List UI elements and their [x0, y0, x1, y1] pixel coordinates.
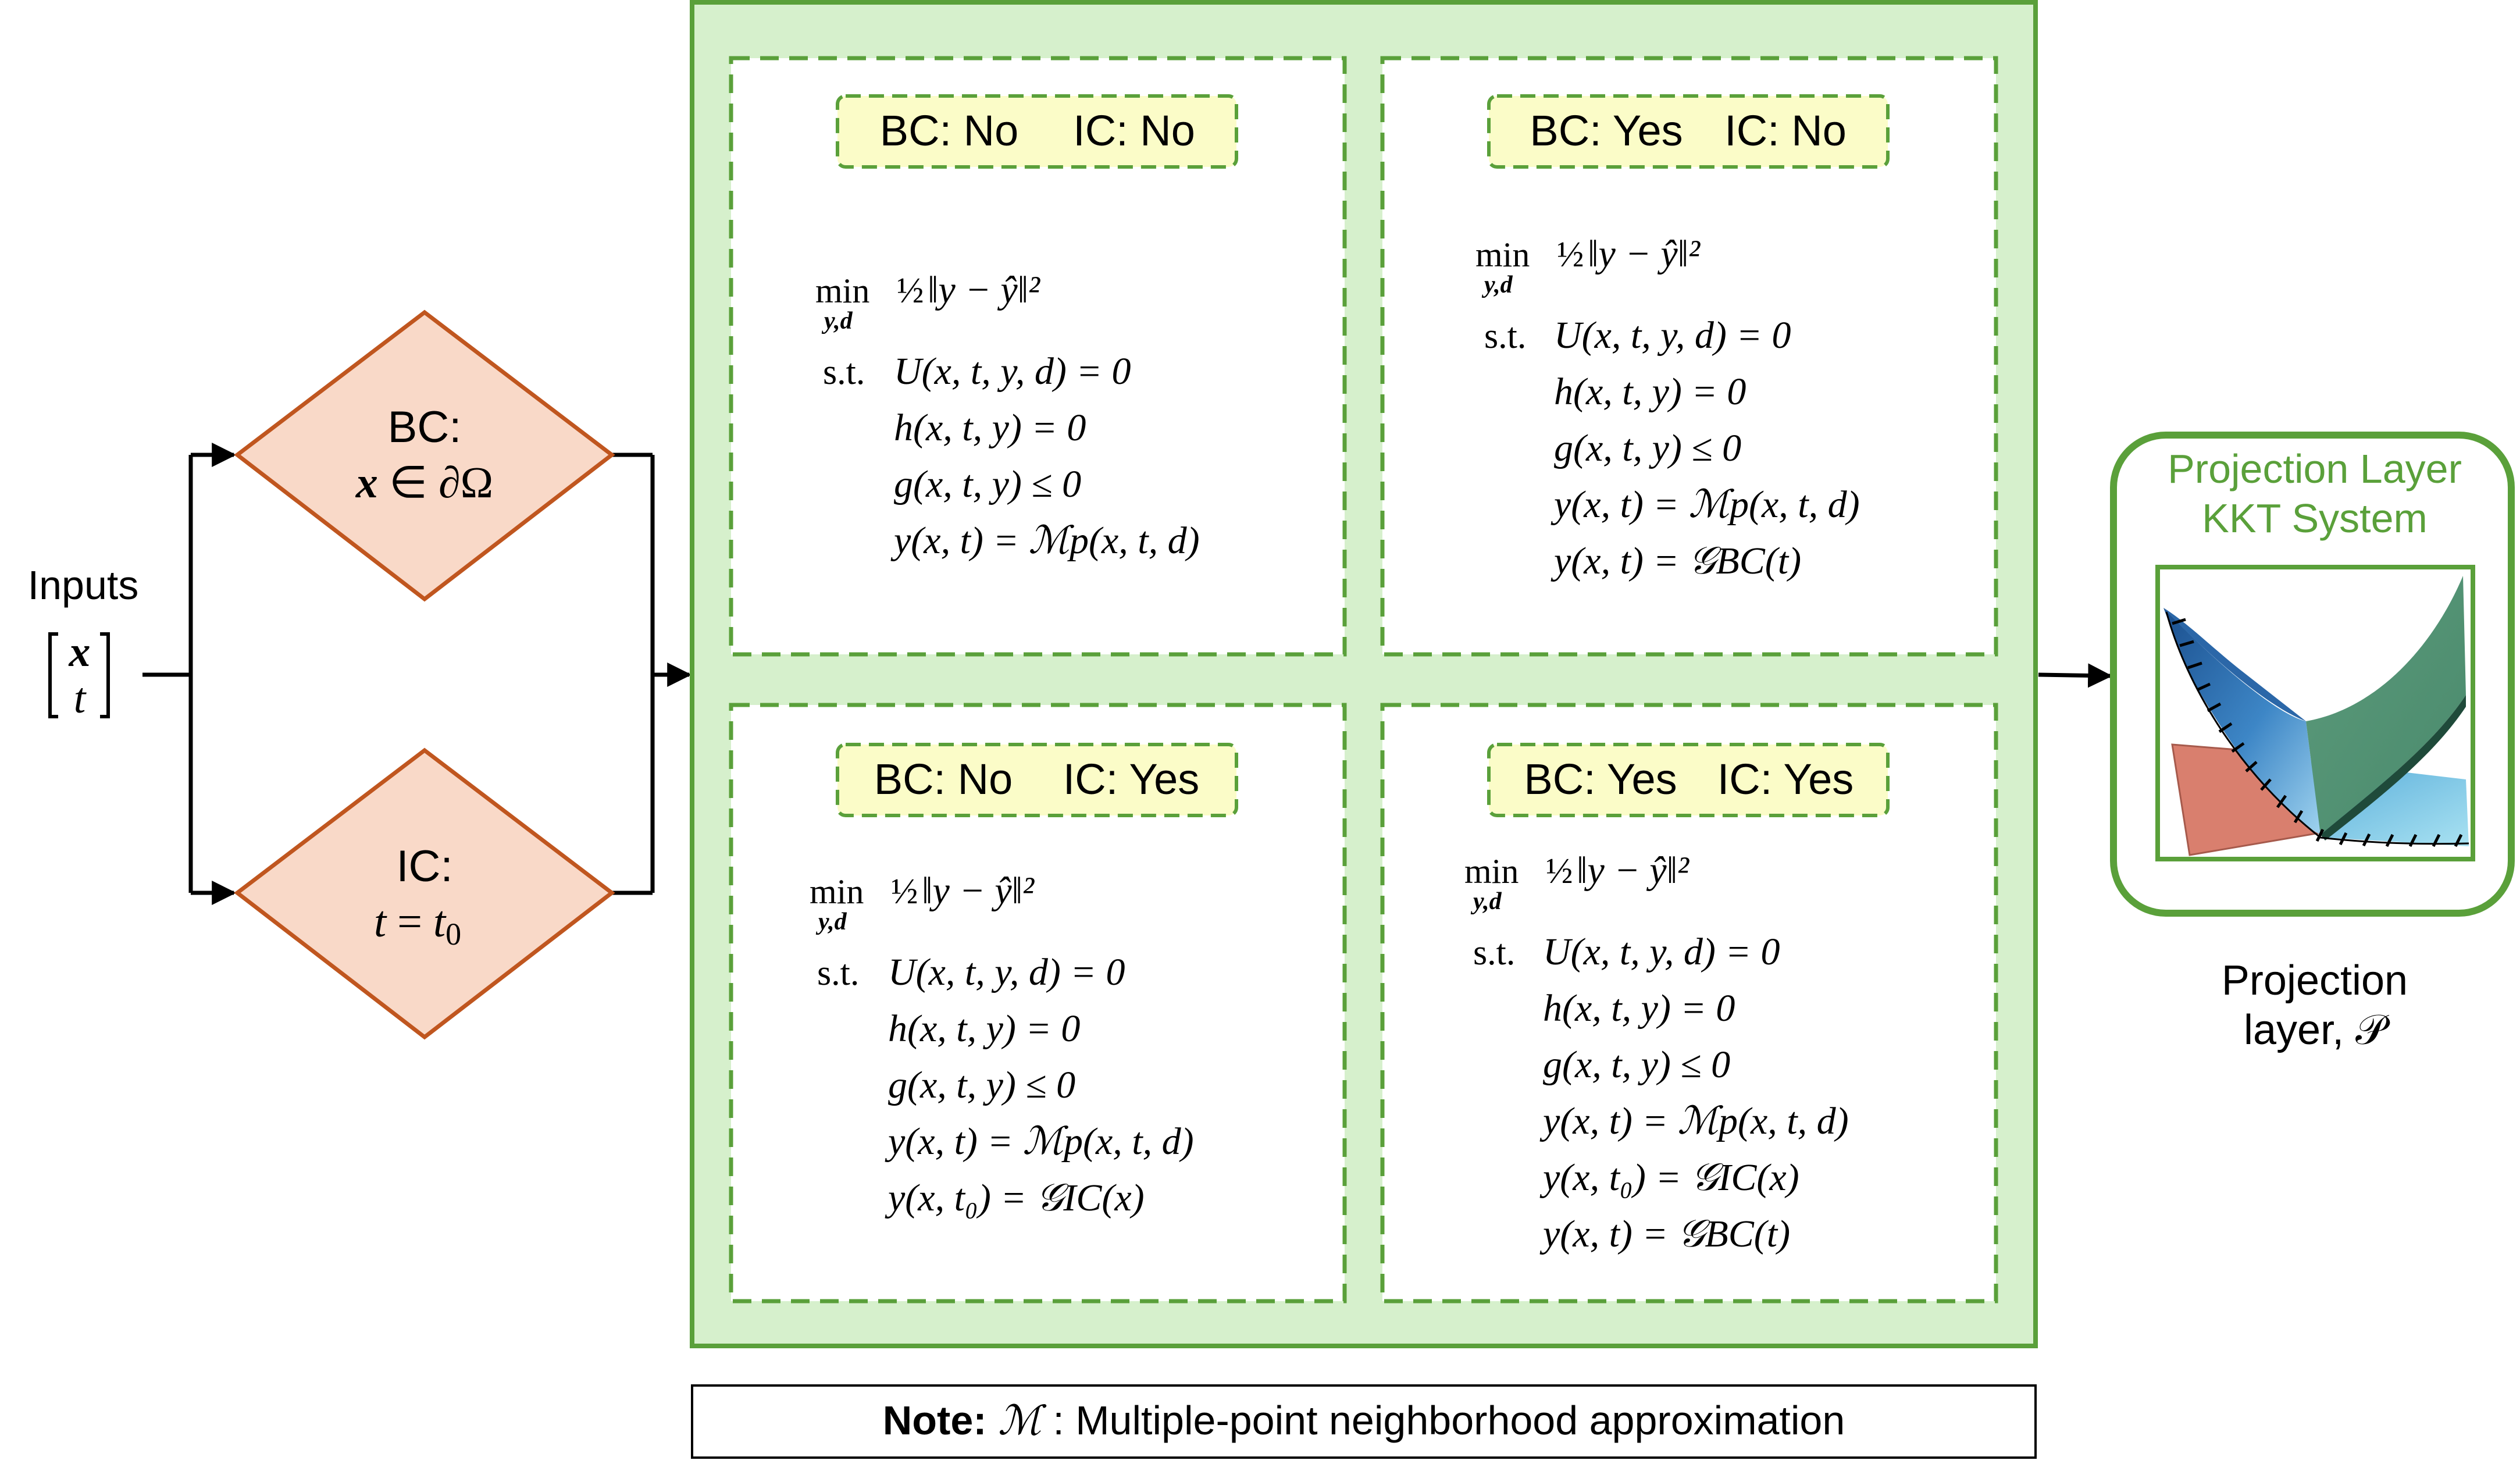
note-symbol: ℳ	[998, 1399, 1047, 1444]
inputs-group: Inputs x t	[28, 562, 139, 722]
constraint-row: h(x, t, y) = 0	[894, 407, 1086, 449]
objective-min-sub: y,d	[815, 909, 847, 935]
objective-min-sub: y,d	[1481, 272, 1513, 298]
constraint-row: g(x, t, y) ≤ 0	[1554, 427, 1741, 469]
objective-min: min	[815, 272, 869, 310]
vector-bracket-right	[100, 632, 110, 718]
objective-frac: ½	[897, 271, 924, 311]
case-label-box	[1487, 743, 1890, 817]
projection-layer: Projection Layer KKT System	[2110, 432, 2515, 1053]
objective-frac: ½	[1557, 235, 1584, 275]
note-text: Note: ℳ : Multiple-point neighborhood ap…	[883, 1398, 1845, 1444]
projection-title-line2: KKT System	[2202, 496, 2428, 541]
case-bc-yes-ic-yes: BC: Yes IC: Yes min y,d ½ ‖y − ŷ‖² s.t. …	[1464, 743, 1890, 1255]
objective-frac: ½	[1546, 852, 1573, 891]
constraint-row: y(x, t) = ℳp(x, t, d)	[890, 519, 1200, 562]
constraint-row: y(x, t₀) = 𝒢IC(x)	[1539, 1156, 1799, 1199]
objective-min-sub: y,d	[1470, 888, 1502, 915]
constraint-row: g(x, t, y) ≤ 0	[1543, 1043, 1730, 1086]
ic-condition: t = t0	[374, 897, 461, 952]
projection-caption-line1: Projection	[2222, 957, 2408, 1004]
objective-expr: ‖y − ŷ‖²	[922, 870, 1035, 912]
case-ic-label: IC: Yes	[1717, 755, 1854, 803]
projection-surface-illustration	[2155, 565, 2475, 861]
st-label: s.t.	[1473, 933, 1515, 973]
constraint-row: y(x, t) = 𝒢BC(t)	[1551, 540, 1801, 582]
st-label: s.t.	[823, 352, 865, 392]
case-bc-label: BC: Yes	[1530, 106, 1683, 155]
case-label-box	[836, 94, 1238, 169]
bc-title: BC:	[388, 403, 462, 452]
note-label: Note:	[883, 1398, 987, 1443]
projection-caption-line2: layer, 𝒫	[2244, 1007, 2390, 1053]
ic-title: IC:	[396, 842, 452, 891]
constraint-row: U(x, t, y, d) = 0	[1543, 931, 1780, 973]
objective-expr: ‖y − ŷ‖²	[1577, 849, 1689, 892]
case-label-box	[1487, 94, 1890, 169]
objective-min: min	[810, 872, 864, 911]
constraint-row: y(x, t) = ℳp(x, t, d)	[1551, 483, 1860, 526]
vector-bracket-left	[48, 632, 58, 718]
ic-decision-diamond: IC: t = t0	[234, 747, 615, 1040]
bc-decision-diamond: BC: x ∈ ∂Ω	[234, 309, 615, 602]
bc-condition: x ∈ ∂Ω	[355, 458, 493, 507]
constraint-row: h(x, t, y) = 0	[1554, 371, 1746, 413]
st-label: s.t.	[817, 953, 859, 993]
constraint-row: h(x, t, y) = 0	[888, 1007, 1080, 1050]
note-description: : Multiple-point neighborhood approximat…	[1042, 1398, 1845, 1443]
projection-title-line1: Projection Layer	[2168, 446, 2462, 491]
vector-x: x	[69, 628, 91, 676]
constraint-row: y(x, t) = 𝒢BC(t)	[1539, 1213, 1790, 1255]
constraint-row: g(x, t, y) ≤ 0	[894, 463, 1081, 505]
vector-t: t	[74, 675, 87, 722]
constraint-row: y(x, t) = ℳp(x, t, d)	[885, 1120, 1194, 1163]
case-bc-no-ic-no: BC: No IC: No min y,d ½ ‖y − ŷ‖² s.t. U(…	[815, 94, 1238, 562]
st-label: s.t.	[1484, 316, 1526, 356]
objective-expr: ‖y − ŷ‖²	[1588, 233, 1701, 275]
case-bc-yes-ic-no: BC: Yes IC: No min y,d ½ ‖y − ŷ‖² s.t. U…	[1475, 94, 1890, 582]
case-ic-label: IC: No	[1073, 106, 1195, 155]
case-ic-label: IC: No	[1724, 106, 1847, 155]
case-bc-label: BC: Yes	[1524, 755, 1677, 803]
case-bc-label: BC: No	[880, 106, 1019, 155]
constraint-row: U(x, t, y, d) = 0	[894, 350, 1131, 393]
objective-frac: ½	[891, 872, 918, 911]
inputs-label: Inputs	[28, 562, 139, 608]
constraint-row: g(x, t, y) ≤ 0	[888, 1064, 1075, 1106]
case-bc-label: BC: No	[874, 755, 1013, 803]
objective-min-sub: y,d	[821, 308, 853, 334]
objective-expr: ‖y − ŷ‖²	[928, 269, 1040, 311]
case-ic-label: IC: Yes	[1063, 755, 1200, 803]
objective-min: min	[1464, 852, 1519, 891]
case-bc-no-ic-yes: BC: No IC: Yes min y,d ½ ‖y − ŷ‖² s.t. U…	[810, 743, 1238, 1219]
left-connectors	[142, 443, 692, 905]
constraint-row: y(x, t₀) = 𝒢IC(x)	[885, 1177, 1145, 1219]
note-box: Note: ℳ : Multiple-point neighborhood ap…	[691, 1384, 2037, 1459]
constraint-row: U(x, t, y, d) = 0	[888, 951, 1125, 993]
arrow-to-projection	[2038, 663, 2113, 688]
case-label-box	[836, 743, 1238, 817]
constraint-row: y(x, t) = ℳp(x, t, d)	[1539, 1100, 1849, 1142]
constraint-row: U(x, t, y, d) = 0	[1554, 314, 1791, 357]
constraint-row: h(x, t, y) = 0	[1543, 987, 1735, 1030]
objective-min: min	[1475, 236, 1530, 274]
